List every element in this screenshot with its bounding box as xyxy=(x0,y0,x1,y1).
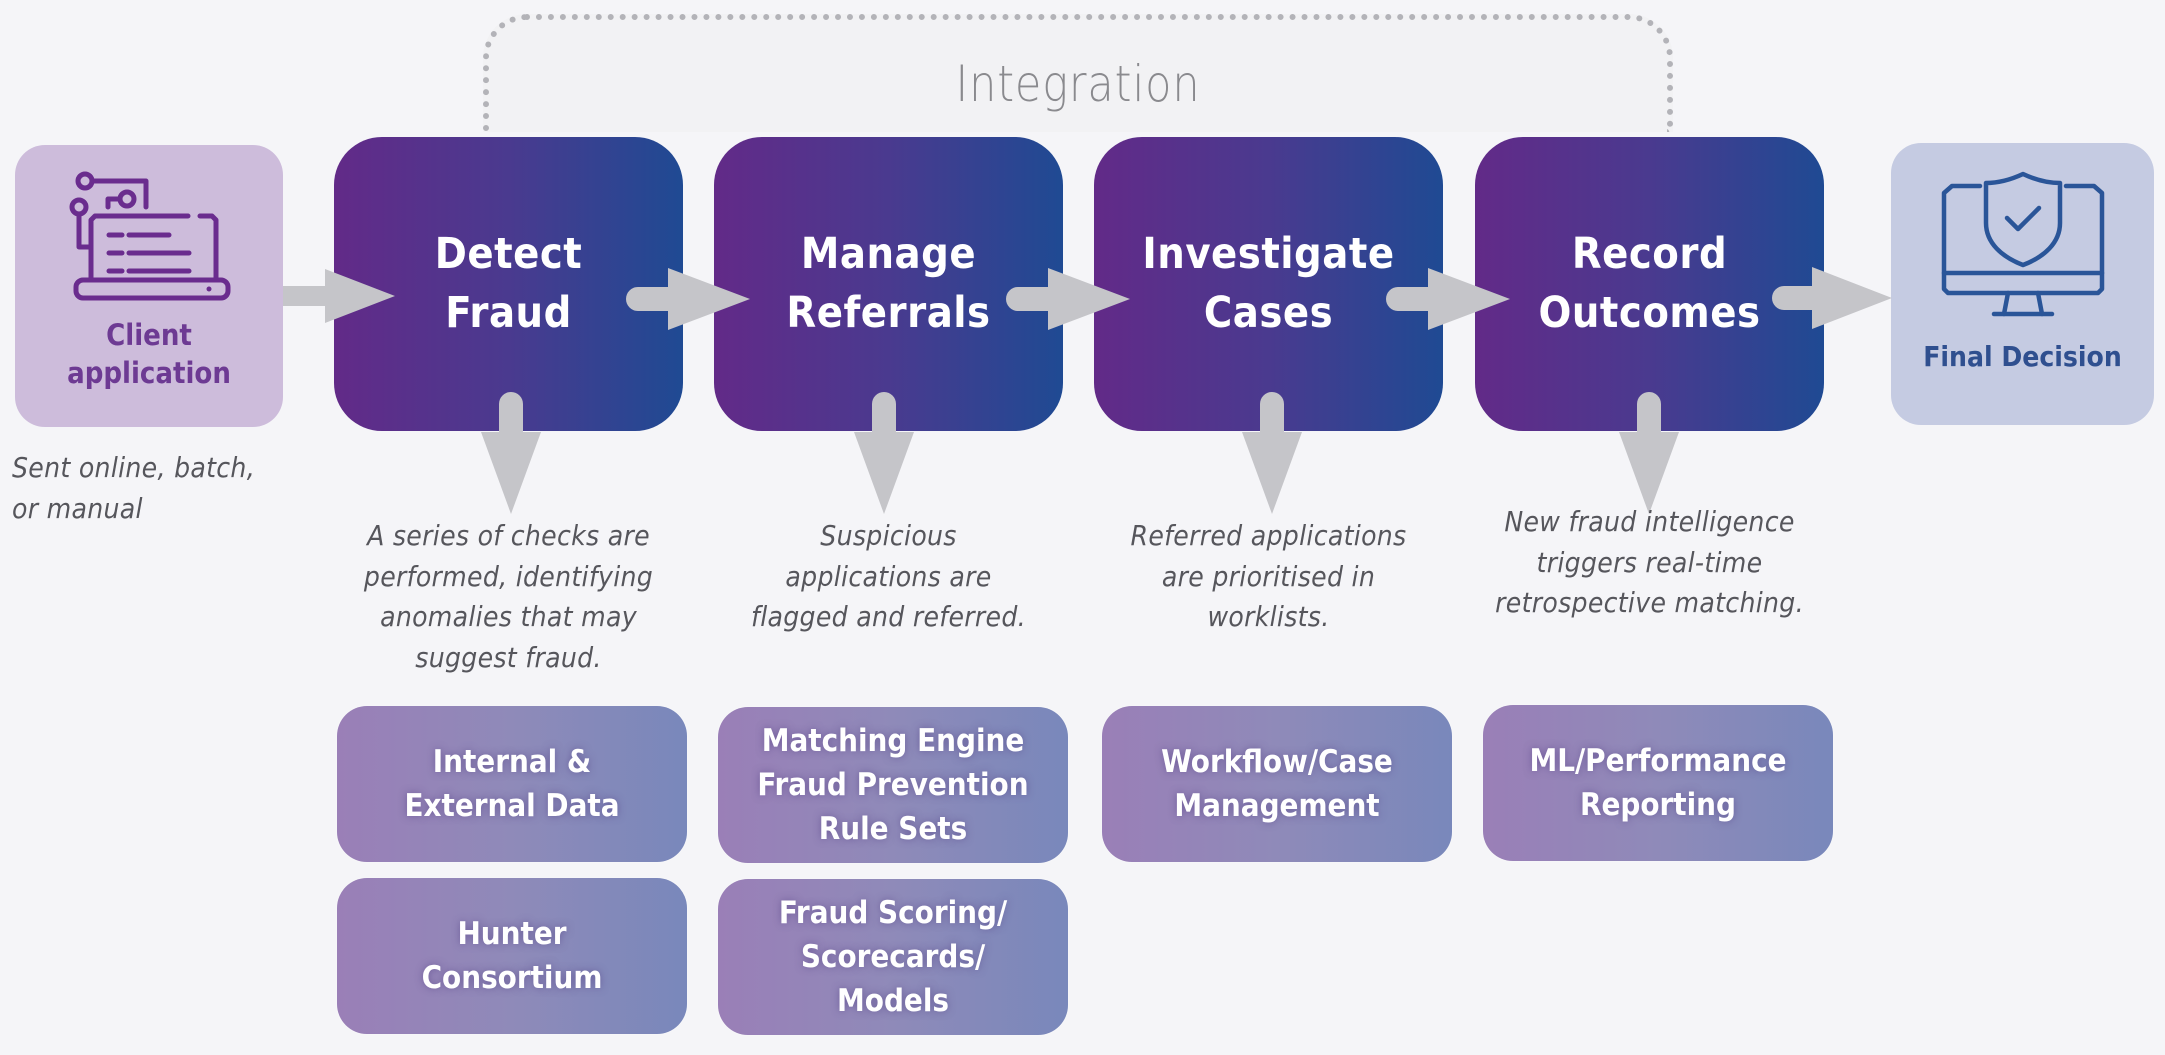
client-label-line: application xyxy=(67,355,231,390)
description-line: New fraud intelligence xyxy=(1504,505,1795,538)
step-investigate-cases: Investigate Cases xyxy=(1094,137,1443,431)
step-detect-fraud: Detect Fraud xyxy=(334,137,683,431)
description-line: A series of checks are xyxy=(367,519,650,552)
laptop-circuit-icon xyxy=(69,171,231,301)
client-label-line: Client xyxy=(106,318,192,352)
arrow-down-icon xyxy=(1242,392,1302,514)
step-title: Record Outcomes xyxy=(1538,225,1760,344)
step-description: New fraud intelligence triggers real-tim… xyxy=(1468,502,1831,624)
step-description: Referred applications are prioritised in… xyxy=(1094,516,1443,638)
tool-label-line: Internal & xyxy=(432,743,592,780)
tool-label-line: Models xyxy=(837,983,949,1019)
step-title-line: Manage xyxy=(800,228,977,279)
monitor-shield-check-icon xyxy=(1941,171,2104,317)
description-line: triggers real-time xyxy=(1536,545,1763,579)
step-record-outcomes: Record Outcomes xyxy=(1475,137,1824,431)
integration-bracket xyxy=(483,14,1673,132)
arrow-right-icon xyxy=(626,268,750,330)
description-line: flagged and referred. xyxy=(751,600,1026,634)
caption-line: Sent online, batch, xyxy=(12,451,256,484)
step-title-line: Cases xyxy=(1203,288,1334,338)
description-line: Referred applications xyxy=(1130,519,1407,552)
description-line: applications are xyxy=(785,559,992,593)
step-description: A series of checks are performed, identi… xyxy=(334,516,683,678)
integration-label: Integration xyxy=(955,55,1201,113)
tool-label: Fraud Scoring/ Scorecards/ Models xyxy=(779,891,1007,1023)
tool-label-line: ML/Performance xyxy=(1529,742,1787,779)
tool-label-line: Management xyxy=(1174,788,1380,824)
tool-hunter-consortium: Hunter Consortium xyxy=(337,878,687,1034)
description-line: are prioritised in xyxy=(1161,559,1376,593)
tool-label-line: Rule Sets xyxy=(818,811,968,847)
description-line: suggest fraud. xyxy=(415,640,602,674)
description-line: anomalies that may xyxy=(380,600,637,634)
tool-label: Matching Engine Fraud Prevention Rule Se… xyxy=(757,719,1028,851)
arrow-right-icon xyxy=(1006,268,1130,330)
tool-label: Workflow/Case Management xyxy=(1161,740,1393,828)
arrow-right-icon xyxy=(1772,267,1892,329)
tool-label-line: Workflow/Case xyxy=(1161,743,1393,780)
step-title: Investigate Cases xyxy=(1142,225,1394,344)
step-title: Detect Fraud xyxy=(435,225,583,344)
step-title-line: Record xyxy=(1571,228,1728,279)
tool-label-line: External Data xyxy=(404,788,620,824)
client-application-label: Client application xyxy=(67,317,231,392)
tool-label: Hunter Consortium xyxy=(422,912,603,1000)
step-description: Suspicious applications are flagged and … xyxy=(714,516,1063,638)
arrow-down-icon xyxy=(854,392,914,514)
description-line: retrospective matching. xyxy=(1495,586,1804,620)
description-line: performed, identifying xyxy=(363,559,654,593)
description-line: Suspicious xyxy=(820,519,957,552)
tool-label-line: Matching Engine xyxy=(761,722,1025,759)
tool-label-line: Hunter xyxy=(457,915,567,952)
tool-label-line: Fraud Prevention xyxy=(757,766,1029,803)
arrow-down-icon xyxy=(1619,392,1679,514)
step-title-line: Investigate xyxy=(1142,228,1395,279)
tool-label-line: Reporting xyxy=(1579,787,1736,823)
step-title: Manage Referrals xyxy=(786,225,990,344)
tool-ml-performance-reporting: ML/Performance Reporting xyxy=(1483,705,1833,861)
description-line: worklists. xyxy=(1207,600,1330,634)
arrow-right-icon xyxy=(1386,268,1510,330)
tool-internal-external-data: Internal & External Data xyxy=(337,706,687,862)
tool-label: ML/Performance Reporting xyxy=(1529,739,1786,827)
tool-workflow-case-management: Workflow/Case Management xyxy=(1102,706,1452,862)
tool-label: Internal & External Data xyxy=(404,740,619,828)
step-title-line: Fraud xyxy=(445,288,572,338)
final-decision-label: Final Decision xyxy=(1923,340,2122,373)
step-title-line: Detect xyxy=(434,228,583,279)
arrow-right-icon xyxy=(283,269,395,323)
step-title-line: Referrals xyxy=(786,288,991,338)
tool-matching-engine: Matching Engine Fraud Prevention Rule Se… xyxy=(718,707,1068,863)
tool-label-line: Consortium xyxy=(421,960,603,996)
caption-line: or manual xyxy=(12,491,143,525)
tool-label-line: Scorecards/ xyxy=(800,938,986,975)
client-application-caption: Sent online, batch, or manual xyxy=(12,448,312,529)
tool-fraud-scoring: Fraud Scoring/ Scorecards/ Models xyxy=(718,879,1068,1035)
step-manage-referrals: Manage Referrals xyxy=(714,137,1063,431)
step-title-line: Outcomes xyxy=(1538,288,1761,338)
final-decision-box: Final Decision xyxy=(1891,143,2154,425)
tool-label-line: Fraud Scoring/ xyxy=(778,894,1008,931)
arrow-down-icon xyxy=(481,392,541,514)
client-application-box: Client application xyxy=(15,145,283,427)
